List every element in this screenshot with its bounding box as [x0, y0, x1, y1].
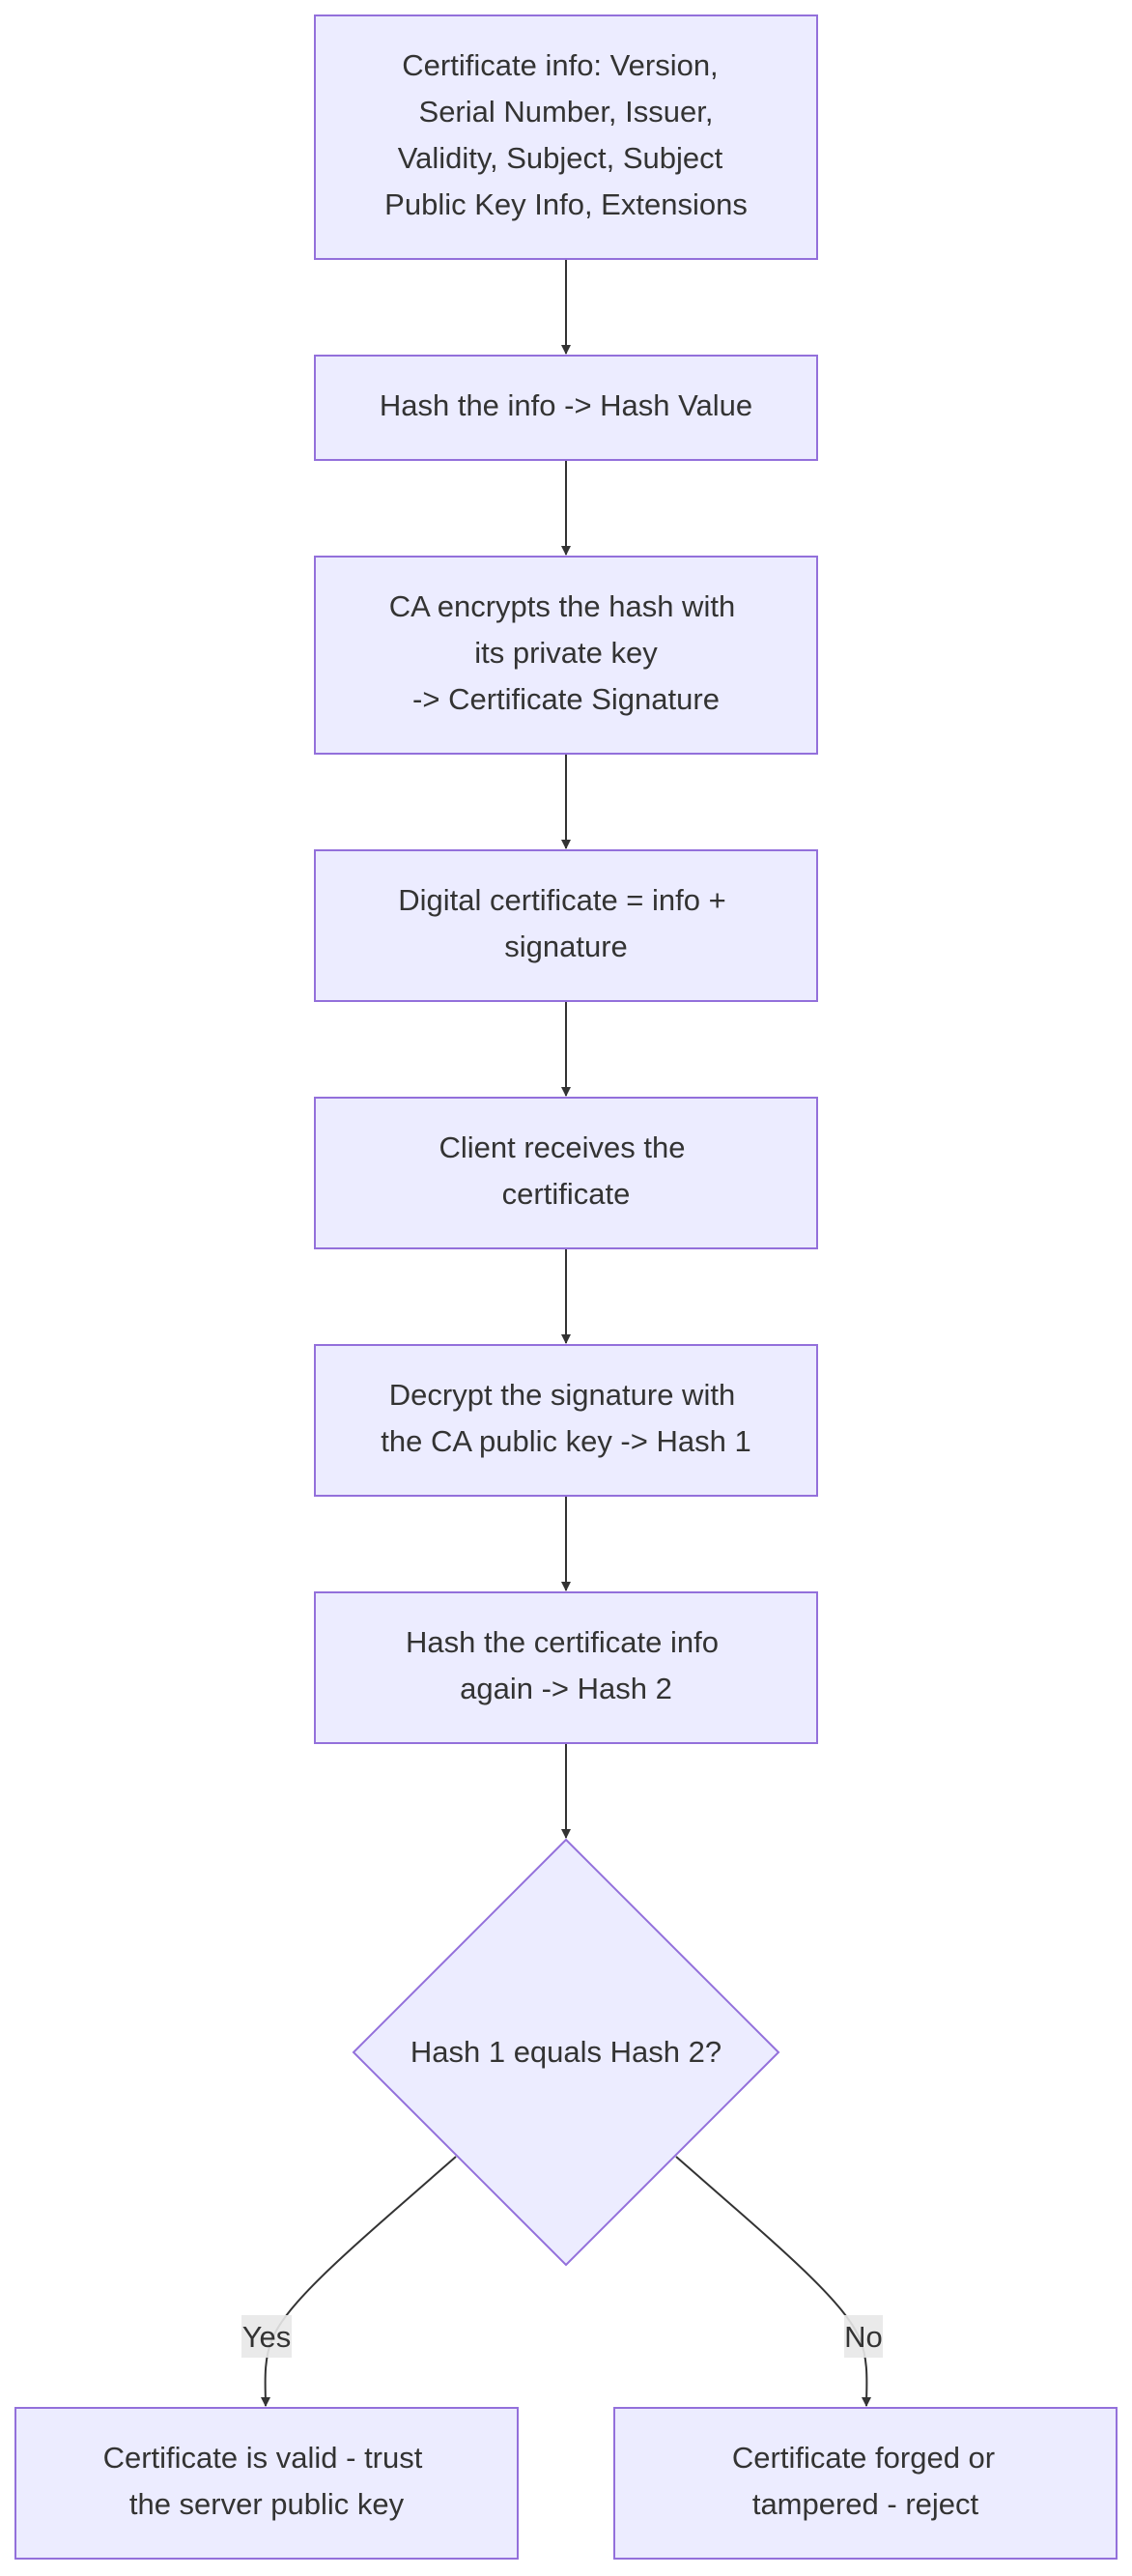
- node-hash-compare-line-1: Hash 1 equals Hash 2?: [410, 2035, 722, 2069]
- node-cert-info-line-2: Serial Number, Issuer,: [419, 95, 714, 129]
- node-cert-info-line-3: Validity, Subject, Subject: [398, 141, 723, 175]
- edge-label-yes: Yes: [241, 2315, 292, 2358]
- node-hash-again-line-2: again -> Hash 2: [460, 1672, 672, 1705]
- node-ca-encrypts-line-2: its private key: [474, 636, 658, 670]
- edge-label-no: No: [844, 2315, 883, 2358]
- node-cert-valid-line-2: the server public key: [129, 2487, 405, 2521]
- node-cert-forged: Certificate forged or tampered - reject: [613, 2407, 1118, 2560]
- node-client-receives-line-2: certificate: [502, 1177, 631, 1211]
- node-ca-encrypts-line-1: CA encrypts the hash with: [389, 589, 735, 623]
- node-client-receives-line-1: Client receives the: [439, 1131, 685, 1164]
- edge-hash-compare-to-cert-valid: [260, 2156, 457, 2407]
- node-client-receives: Client receives the certificate: [314, 1097, 818, 1249]
- node-ca-encrypts-line-3: -> Certificate Signature: [412, 682, 720, 716]
- node-digital-cert-line-1: Digital certificate = info +: [398, 883, 725, 917]
- node-cert-info-line-4: Public Key Info, Extensions: [384, 187, 748, 221]
- edge-hash-compare-to-cert-forged: [675, 2156, 872, 2407]
- node-hash-again: Hash the certificate info again -> Hash …: [314, 1591, 818, 1744]
- node-ca-encrypts: CA encrypts the hash with its private ke…: [314, 556, 818, 755]
- node-hash-again-line-1: Hash the certificate info: [406, 1625, 719, 1659]
- node-cert-forged-line-1: Certificate forged or: [732, 2441, 995, 2475]
- node-cert-info-line-1: Certificate info: Version,: [402, 48, 718, 82]
- node-decrypt-signature: Decrypt the signature with the CA public…: [314, 1344, 818, 1497]
- node-digital-cert: Digital certificate = info + signature: [314, 849, 818, 1002]
- node-cert-valid: Certificate is valid - trust the server …: [14, 2407, 519, 2560]
- node-cert-info: Certificate info: Version, Serial Number…: [314, 14, 818, 260]
- edge-label-yes-text: Yes: [242, 2320, 292, 2354]
- edge-label-no-text: No: [844, 2320, 883, 2354]
- node-hash-info-line-1: Hash the info -> Hash Value: [380, 388, 752, 422]
- node-cert-valid-line-1: Certificate is valid - trust: [103, 2441, 423, 2475]
- node-decrypt-signature-line-1: Decrypt the signature with: [389, 1378, 735, 1412]
- node-decrypt-signature-line-2: the CA public key -> Hash 1: [381, 1424, 750, 1458]
- node-cert-forged-line-2: tampered - reject: [752, 2487, 979, 2521]
- node-hash-compare: Hash 1 equals Hash 2?: [352, 1838, 780, 2267]
- node-hash-info: Hash the info -> Hash Value: [314, 355, 818, 461]
- node-digital-cert-line-2: signature: [504, 930, 628, 963]
